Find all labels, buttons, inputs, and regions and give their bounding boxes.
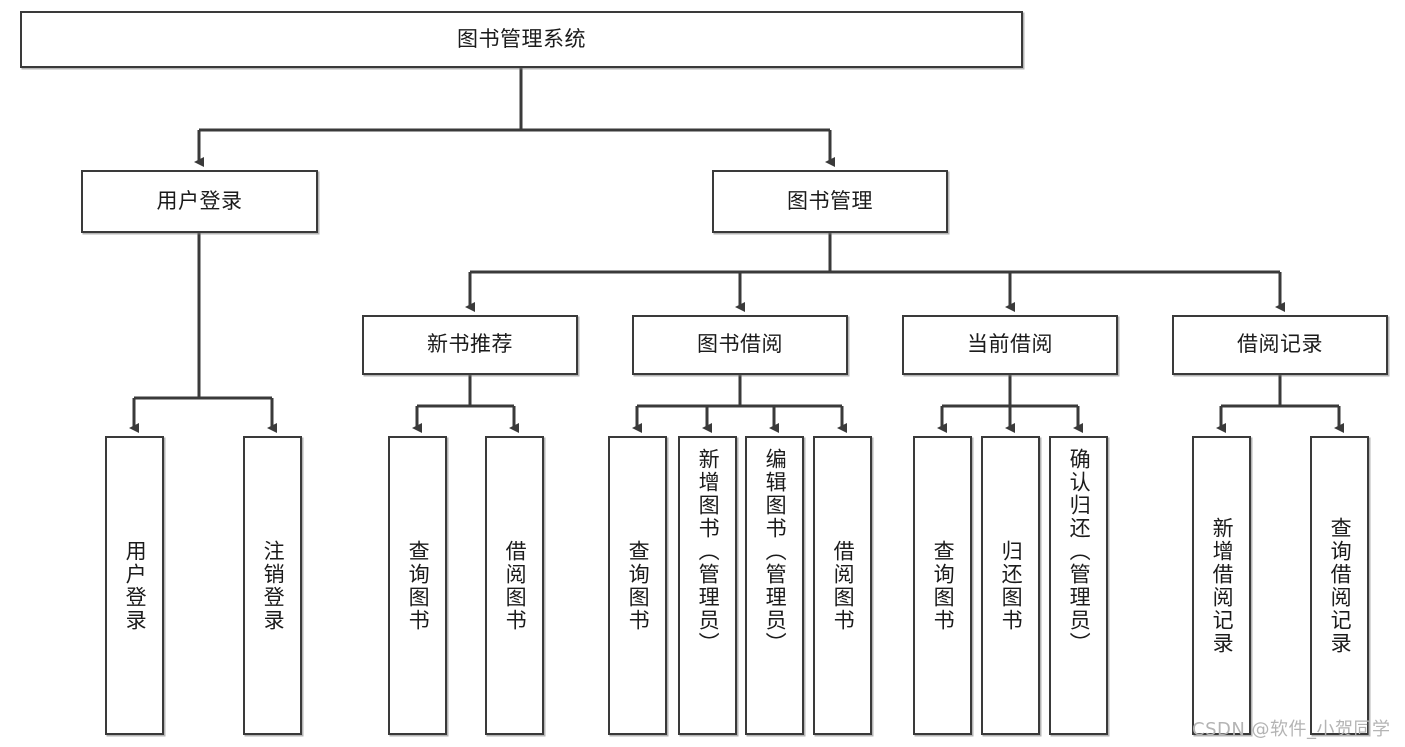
node-leaf-user-login[interactable]: 用户登录: [105, 436, 164, 735]
node-leaf-query-book-1[interactable]: 查询图书: [388, 436, 447, 735]
node-user-login-label: 用户登录: [156, 188, 243, 213]
node-current-borrow[interactable]: 当前借阅: [902, 315, 1118, 375]
node-leaf-borrow-book-2-label: 借阅图书: [831, 539, 856, 632]
node-leaf-query-book-1-label: 查询图书: [406, 539, 431, 632]
node-leaf-logout[interactable]: 注销登录: [243, 436, 302, 735]
node-leaf-query-record[interactable]: 查询借阅记录: [1310, 436, 1369, 735]
node-leaf-edit-book-label: 编辑图书（管理员）: [763, 448, 788, 655]
node-user-login[interactable]: 用户登录: [81, 170, 318, 233]
node-new-book-recommend[interactable]: 新书推荐: [362, 315, 578, 375]
node-book-manage[interactable]: 图书管理: [712, 170, 948, 233]
node-leaf-edit-book[interactable]: 编辑图书（管理员）: [745, 436, 804, 735]
csdn-watermark: CSDN @软件_小贺同学: [1192, 719, 1391, 740]
node-current-borrow-label: 当前借阅: [967, 332, 1053, 357]
node-borrow-record[interactable]: 借阅记录: [1172, 315, 1388, 375]
node-leaf-query-book-3-label: 查询图书: [931, 539, 956, 632]
node-leaf-query-book-2-label: 查询图书: [626, 539, 651, 632]
node-leaf-add-record-label: 新增借阅记录: [1210, 516, 1235, 655]
node-new-book-recommend-label: 新书推荐: [427, 332, 513, 357]
node-leaf-return-book-label: 归还图书: [999, 539, 1024, 632]
node-leaf-borrow-book-1[interactable]: 借阅图书: [485, 436, 544, 735]
node-root[interactable]: 图书管理系统: [20, 11, 1023, 68]
node-leaf-logout-label: 注销登录: [261, 539, 286, 632]
node-leaf-add-book[interactable]: 新增图书（管理员）: [678, 436, 737, 735]
node-leaf-query-record-label: 查询借阅记录: [1328, 516, 1353, 655]
node-root-label: 图书管理系统: [457, 26, 586, 51]
node-leaf-add-record[interactable]: 新增借阅记录: [1192, 436, 1251, 735]
node-book-borrow-label: 图书借阅: [697, 332, 783, 357]
node-leaf-query-book-3[interactable]: 查询图书: [913, 436, 972, 735]
node-leaf-borrow-book-2[interactable]: 借阅图书: [813, 436, 872, 735]
node-leaf-add-book-label: 新增图书（管理员）: [696, 448, 721, 655]
node-borrow-record-label: 借阅记录: [1237, 332, 1323, 357]
node-leaf-confirm-return-label: 确认归还（管理员）: [1067, 448, 1092, 655]
node-leaf-confirm-return[interactable]: 确认归还（管理员）: [1049, 436, 1108, 735]
node-leaf-query-book-2[interactable]: 查询图书: [608, 436, 667, 735]
node-leaf-borrow-book-1-label: 借阅图书: [503, 539, 528, 632]
node-book-manage-label: 图书管理: [787, 188, 873, 213]
node-book-borrow[interactable]: 图书借阅: [632, 315, 848, 375]
node-leaf-return-book[interactable]: 归还图书: [981, 436, 1040, 735]
node-leaf-user-login-label: 用户登录: [123, 539, 148, 632]
